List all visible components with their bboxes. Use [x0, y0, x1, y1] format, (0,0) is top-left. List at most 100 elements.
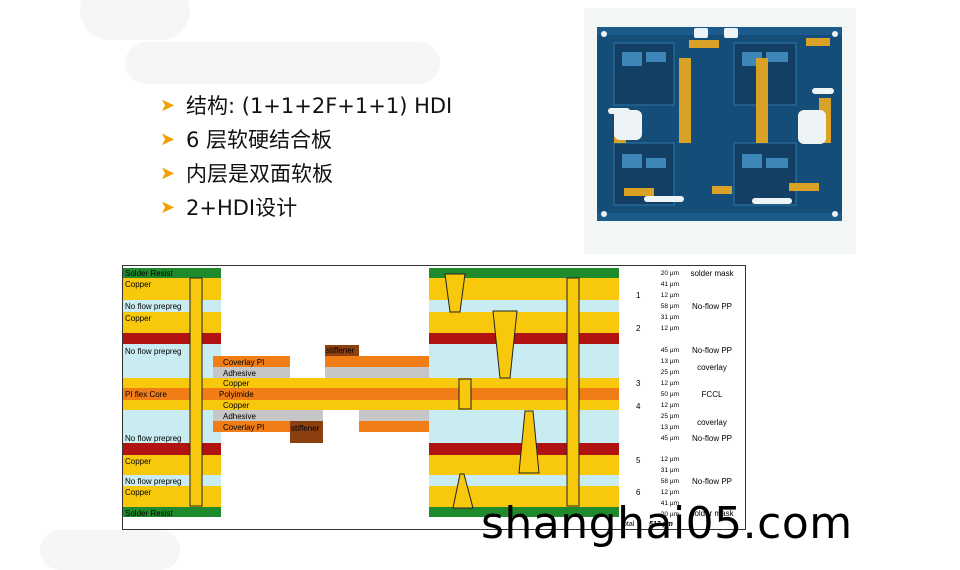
thickness-value: 31 µm	[661, 314, 679, 321]
layer-number: 3	[636, 379, 641, 388]
bullet-item: ➤ 2+HDI设计	[160, 190, 452, 224]
material-label: No-flow PP	[692, 434, 732, 443]
prepreg-layer	[123, 410, 221, 443]
coverlay-bottom	[213, 421, 323, 432]
dark-red-layer	[123, 333, 221, 344]
watermark-text: shanghai05.com	[481, 498, 853, 549]
thickness-value: 25 µm	[661, 369, 679, 376]
bullet-text: 内层是双面软板	[186, 162, 333, 186]
label-pi-flex-core: PI flex Core	[125, 390, 167, 399]
thickness-value: 41 µm	[661, 281, 679, 288]
flex-copper-bottom	[213, 400, 435, 410]
thickness-value: 58 µm	[661, 478, 679, 485]
bullet-text: 结构: (1+1+2F+1+1) HDI	[186, 94, 453, 118]
thickness-value: 12 µm	[661, 292, 679, 299]
stackup-cross-section: Solder Resist Copper No flow prepreg Cop…	[122, 265, 746, 530]
label-noflow-2: No flow prepreg	[125, 347, 181, 356]
solder-mask-layer	[123, 268, 221, 278]
thickness-value: 12 µm	[661, 489, 679, 496]
label-copper-5: Copper	[125, 457, 152, 466]
label-polyimide: Polyimide	[219, 390, 254, 399]
microvia-bottom	[452, 473, 474, 509]
total-label: otal	[623, 521, 635, 528]
bullet-item: ➤ 6 层软硬结合板	[160, 122, 452, 156]
label-copper-2: Copper	[125, 314, 152, 323]
layer-number: 4	[636, 402, 641, 411]
copper-layer	[429, 400, 619, 410]
coverlay-bottom	[359, 421, 435, 432]
label-coverlay-top: Coverlay PI	[223, 358, 264, 367]
through-via	[566, 277, 580, 507]
background-shape	[40, 530, 180, 570]
thickness-value: 41 µm	[661, 500, 679, 507]
thickness-value: 45 µm	[661, 435, 679, 442]
thickness-value: 58 µm	[661, 303, 679, 310]
layer-number: 2	[636, 324, 641, 333]
material-label: coverlay	[697, 418, 727, 427]
adhesive-bottom	[359, 410, 435, 421]
copper-layer	[429, 378, 619, 388]
bullet-item: ➤ 结构: (1+1+2F+1+1) HDI	[160, 88, 452, 122]
material-label: FCCL	[702, 390, 723, 399]
label-stiffener-top: stiffener	[326, 346, 355, 355]
coverlay-top	[213, 356, 290, 367]
label-noflow-4: No flow prepreg	[125, 477, 181, 486]
stiffener-bottom	[290, 421, 323, 443]
label-noflow-1: No flow prepreg	[125, 302, 181, 311]
through-via	[189, 277, 203, 507]
thickness-value: 50 µm	[661, 391, 679, 398]
material-label: No-flow PP	[692, 477, 732, 486]
layer-number: 6	[636, 488, 641, 497]
microvia-top	[444, 273, 466, 313]
thickness-value: 12 µm	[661, 456, 679, 463]
copper-layer	[429, 312, 619, 333]
label-stiffener-bottom: stiffener	[291, 424, 320, 433]
feature-list: ➤ 结构: (1+1+2F+1+1) HDI ➤ 6 层软硬结合板 ➤ 内层是双…	[160, 88, 452, 224]
material-label: coverlay	[697, 363, 727, 372]
prepreg-layer	[429, 475, 619, 486]
total-thickness: 512 µm	[649, 521, 673, 528]
adhesive-top	[213, 367, 290, 378]
arrow-bullet-icon: ➤	[160, 94, 176, 116]
thickness-value: 20 µm	[661, 270, 679, 277]
label-solder-resist-bottom: Solder Resist	[125, 509, 173, 518]
dark-red-layer	[429, 333, 619, 344]
thickness-value: 45 µm	[661, 347, 679, 354]
arrow-bullet-icon: ➤	[160, 196, 176, 218]
layer-number: 5	[636, 456, 641, 465]
copper-layer	[123, 378, 221, 388]
material-label: solder mask	[690, 269, 734, 278]
buried-via-bottom	[518, 410, 540, 474]
core-via	[458, 378, 472, 410]
arrow-bullet-icon: ➤	[160, 128, 176, 150]
flex-copper-top	[213, 378, 435, 388]
arrow-bullet-icon: ➤	[160, 162, 176, 184]
label-adhesive-bottom: Adhesive	[223, 412, 256, 421]
rigid-flex-pcb-photo	[584, 8, 856, 254]
bullet-item: ➤ 内层是双面软板	[160, 156, 452, 190]
prepreg-layer	[429, 344, 619, 378]
label-copper-top: Copper	[223, 379, 250, 388]
label-copper-bottom: Copper	[223, 401, 250, 410]
bullet-text: 2+HDI设计	[186, 196, 298, 220]
thickness-value: 12 µm	[661, 325, 679, 332]
background-shape	[80, 0, 190, 40]
thickness-value: 20 µm	[661, 511, 679, 518]
solder-mask-layer	[429, 268, 619, 278]
label-noflow-3: No flow prepreg	[125, 434, 181, 443]
buried-via-top	[492, 310, 518, 379]
dark-red-layer	[123, 443, 221, 455]
label-coverlay-bottom: Coverlay PI	[223, 423, 264, 432]
thickness-value: 31 µm	[661, 467, 679, 474]
label-solder-resist-top: Solder Resist	[125, 269, 173, 278]
copper-layer	[123, 400, 221, 410]
bullet-text: 6 层软硬结合板	[186, 128, 333, 152]
material-label: No-flow PP	[692, 346, 732, 355]
material-label: No-flow PP	[692, 302, 732, 311]
prepreg-layer	[123, 475, 221, 486]
label-copper-6: Copper	[125, 488, 152, 497]
adhesive-top	[325, 367, 435, 378]
thickness-value: 12 µm	[661, 402, 679, 409]
prepreg-layer	[123, 344, 221, 378]
thickness-value: 25 µm	[661, 413, 679, 420]
